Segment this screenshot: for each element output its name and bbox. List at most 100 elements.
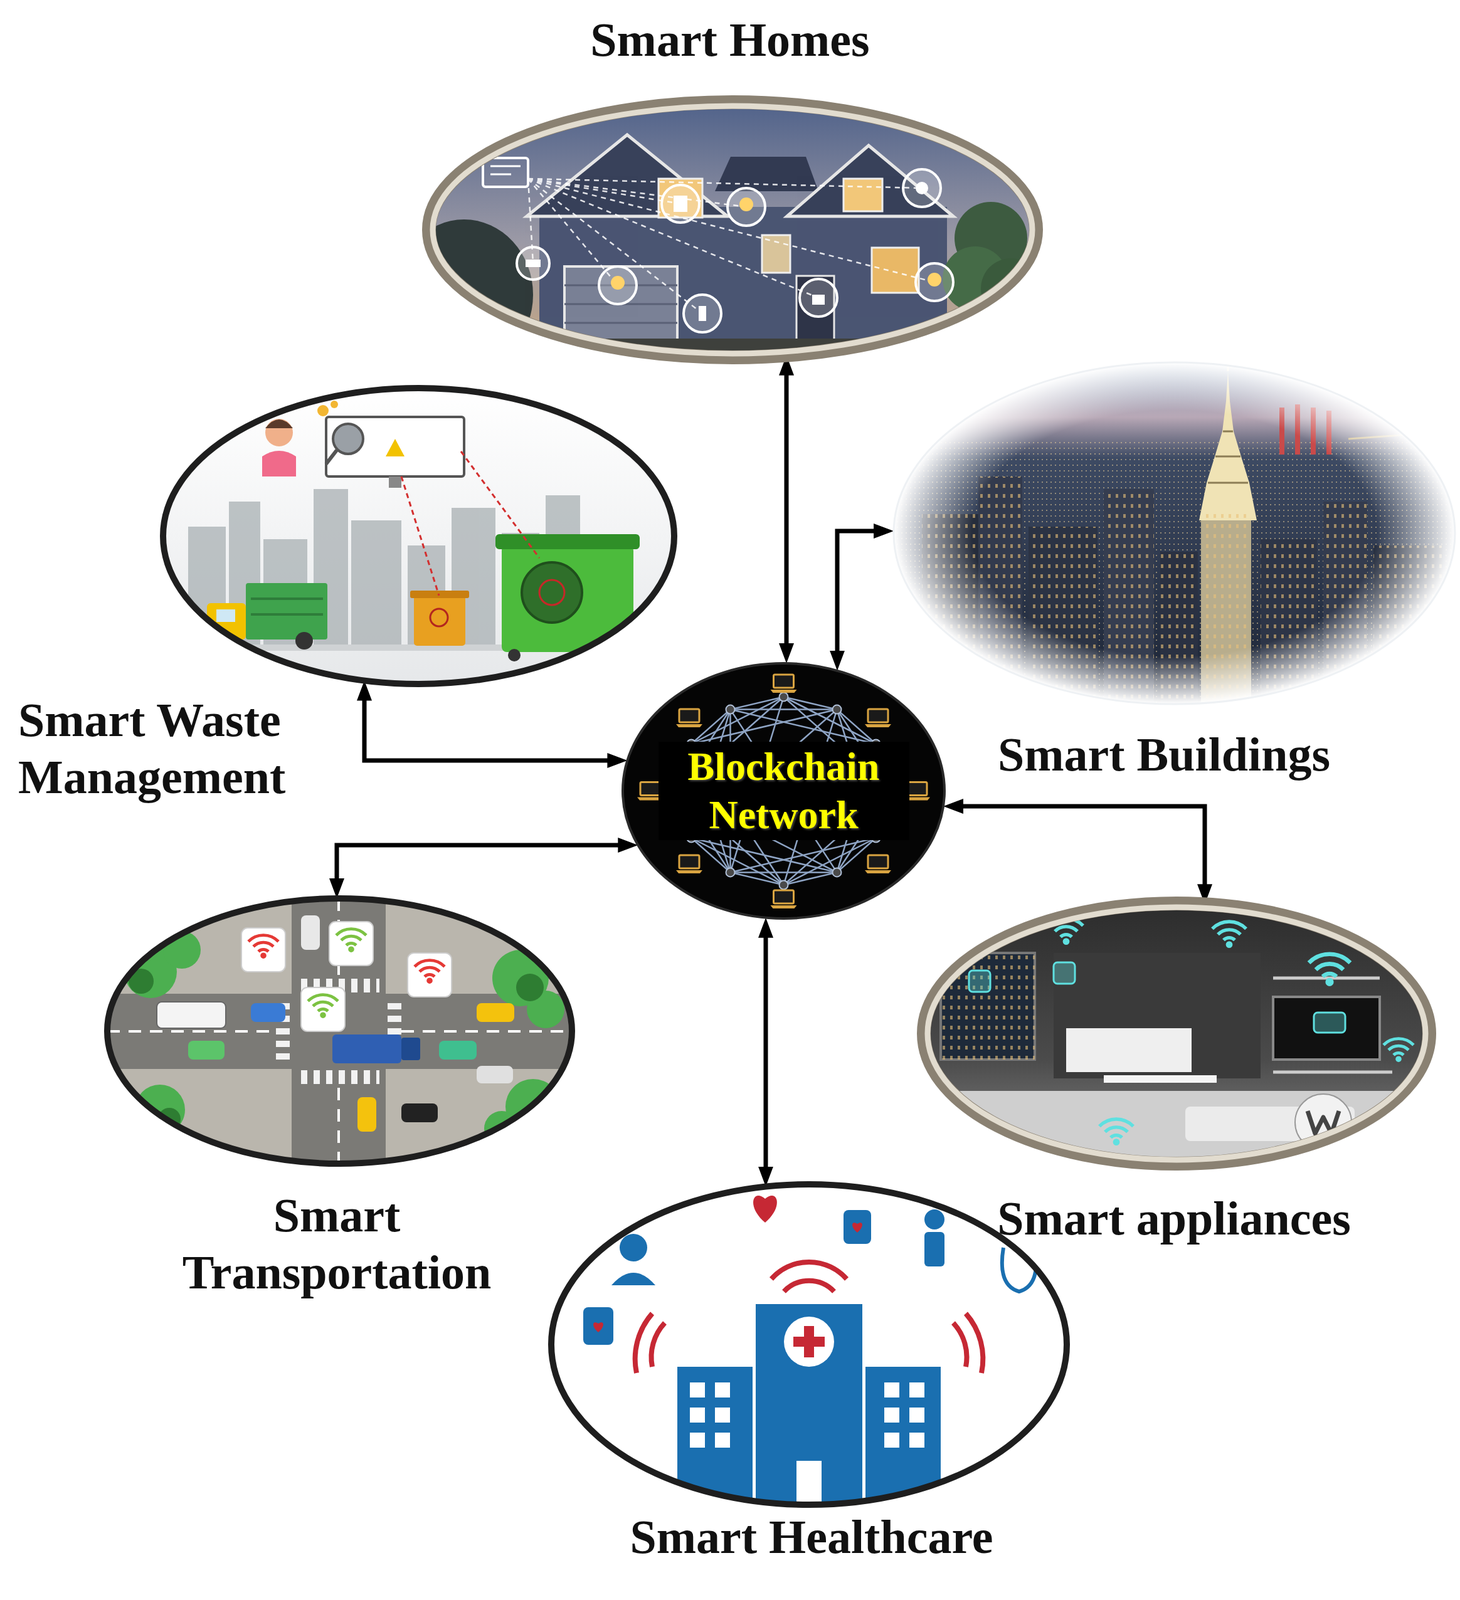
smart-transport-picture-part [297,1070,380,1085]
blockchain-picture-part [864,709,892,728]
smart-waste-picture-part [539,580,565,606]
smart-waste-picture-part [521,562,582,623]
node-outline-part [107,898,572,1164]
label-group: Smart Healthcare [529,1508,1094,1566]
blockchain-picture-part [864,855,892,874]
smart-healthcare-picture-part-part [650,1323,665,1368]
smart-home-picture-part-part [598,266,637,305]
smart-appliance-picture [923,903,1430,1164]
hub-label: Blockchain Network [658,741,910,842]
smart-home-picture-part-part [739,197,754,212]
smart-waste-picture-part [330,400,339,409]
node-outline-part [163,388,675,685]
application-domain: Smart Buildings [893,362,1455,705]
smart-healthcare-picture-part-part [783,1281,835,1292]
smart-healthcare-picture-part [593,1322,604,1333]
smart-transport-picture-part [476,1066,514,1084]
node-outline-part [428,102,1037,358]
smart-appliance-picture-part [1273,978,1393,1073]
smart-home-picture-part [787,145,954,217]
smart-waste-picture-part [216,609,236,623]
smart-home-picture-part [428,102,1037,358]
smart-healthcare-picture-part-part [635,1313,653,1374]
smart-home-picture-part [516,169,954,333]
smart-waste-picture-part [265,418,293,447]
smart-waste-picture-part [188,489,628,646]
smart-healthcare-picture [551,1184,1067,1506]
node-outline [428,102,1037,358]
node-outline-part [923,903,1430,1164]
smart-home-picture-part-part [799,279,838,317]
label-group: Smart Buildings [881,726,1447,784]
smart-home-picture-part [564,266,678,342]
smart-transport-picture-part [357,1097,377,1133]
blockchain-picture-part [770,674,798,693]
smart-home-picture-part [610,197,942,290]
smart-healthcare-picture-part-part [884,1407,900,1423]
node-outline-part [622,663,945,919]
smart-healthcare-picture-part [755,1304,863,1506]
smart-healthcare-picture-part [852,1222,863,1233]
smart-home-picture-part [528,178,935,314]
smart-transport-picture-part [401,1103,438,1123]
application-domain: Smart Transportation [107,898,572,1164]
smart-building-picture-part [893,362,1455,705]
smart-home-picture-part [539,206,947,342]
smart-appliance-picture-part-part [968,970,991,993]
smart-transport-picture-part [241,921,452,1032]
smart-waste-picture-part [507,649,521,662]
smart-waste-picture-part [326,450,337,465]
blockchain-picture [622,663,945,919]
smart-waste-picture-part [250,598,323,615]
smart-transport-picture-part [107,898,572,1164]
smart-home-picture-part [871,247,919,293]
smart-appliance-picture-part-part [1383,1039,1414,1062]
blockchain-picture-part [676,855,703,874]
smart-healthcare-picture-part-part [689,1382,705,1398]
node-outline [107,898,572,1164]
smart-transport-picture-part [439,1041,477,1060]
network-hub: Blockchain Network [622,663,945,919]
node-outline [893,362,1455,705]
smart-healthcare-picture-part-part [884,1433,900,1449]
smart-waste-picture-part [262,450,297,477]
smart-healthcare-picture-part-part [953,1323,968,1368]
smart-transport-picture-part-part [516,973,544,1002]
blockchain-picture-part-part [779,692,789,702]
smart-home-picture-part-part [915,181,929,195]
smart-transport-picture-part-part [329,921,374,966]
smart-waste-picture-part [326,417,465,477]
smart-transport-picture-part [476,1003,515,1023]
smart-home-picture-part-part [927,272,942,287]
smart-waste-picture-part [495,534,640,550]
smart-home-picture-part [482,158,529,187]
domain-label: Smart Homes [447,11,1013,69]
domain-label: Smart appliances [891,1190,1457,1248]
connector-arrow [953,806,1205,895]
smart-healthcare-picture-part [793,1326,825,1358]
node-outline [551,1184,1067,1506]
node-outline [163,388,675,685]
smart-home-picture-part-part [661,185,700,223]
smart-waste-picture-part [413,595,466,646]
blockchain-picture-part-part [726,705,736,715]
smart-waste-picture-part [163,388,675,685]
smart-transport-picture-part-part [336,929,367,952]
connector-arrow [763,928,769,1178]
smart-home-picture-part [843,178,883,212]
smart-home-picture-part [714,156,819,192]
smart-appliance-picture-part [1053,953,1261,1079]
smart-home-picture [395,102,1042,371]
domain-label: Smart Transportation [161,1187,513,1302]
node-outline-part [551,1184,1067,1506]
smart-appliance-picture-part-part [1099,1119,1134,1144]
smart-healthcare-picture-part-part [909,1433,925,1449]
node-outline-part [927,907,1426,1161]
smart-home-picture-part-part [683,294,722,333]
smart-waste-picture-part [317,405,329,417]
smart-home-picture-part-part [610,275,625,290]
domain-label: Smart Buildings [881,726,1447,784]
smart-home-picture-part-part [915,263,954,302]
smart-transport-picture-part [107,898,572,1164]
